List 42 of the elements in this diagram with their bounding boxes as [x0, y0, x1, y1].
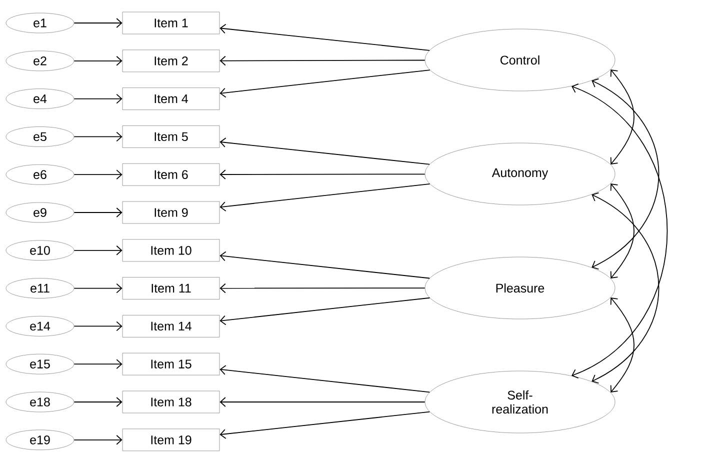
covariance-arrow	[592, 192, 660, 384]
arrow	[220, 365, 430, 393]
covariance-arrow	[592, 78, 660, 270]
arrow	[74, 94, 122, 104]
item-box: Item 15	[122, 352, 220, 376]
arrow	[74, 208, 122, 218]
arrow	[220, 170, 426, 180]
arrow	[74, 283, 122, 294]
arrow	[74, 245, 122, 256]
arrow	[74, 18, 122, 28]
arrow	[220, 24, 430, 51]
covariance-arrow	[572, 84, 668, 378]
arrow	[74, 359, 122, 370]
item-box: Item 5	[122, 126, 220, 148]
item-box: Item 6	[122, 163, 220, 186]
arrow	[74, 434, 122, 445]
arrow	[74, 397, 122, 407]
item-box: Item 1	[122, 12, 220, 34]
item-box: Item 9	[122, 201, 220, 224]
arrow	[220, 56, 426, 66]
item-box: Item 2	[122, 50, 220, 72]
arrow	[74, 321, 122, 332]
item-box: Item 14	[122, 315, 220, 338]
arrow	[220, 283, 426, 294]
arrow	[220, 138, 430, 165]
covariance-arrow	[610, 184, 634, 278]
arrow	[220, 70, 430, 98]
arrow	[220, 251, 430, 279]
arrow	[74, 170, 122, 180]
covariance-arrow	[610, 70, 634, 164]
arrow	[220, 397, 426, 407]
item-box: Item 19	[122, 428, 220, 452]
arrow	[220, 411, 430, 439]
item-box: Item 4	[122, 88, 220, 110]
arrow	[220, 297, 430, 326]
item-box: Item 10	[122, 239, 220, 262]
item-box: Item 18	[122, 390, 220, 414]
arrow	[74, 56, 122, 66]
item-box: Item 11	[122, 277, 220, 300]
arrow	[220, 184, 430, 212]
covariance-arrow	[610, 298, 634, 392]
arrow	[74, 132, 122, 142]
